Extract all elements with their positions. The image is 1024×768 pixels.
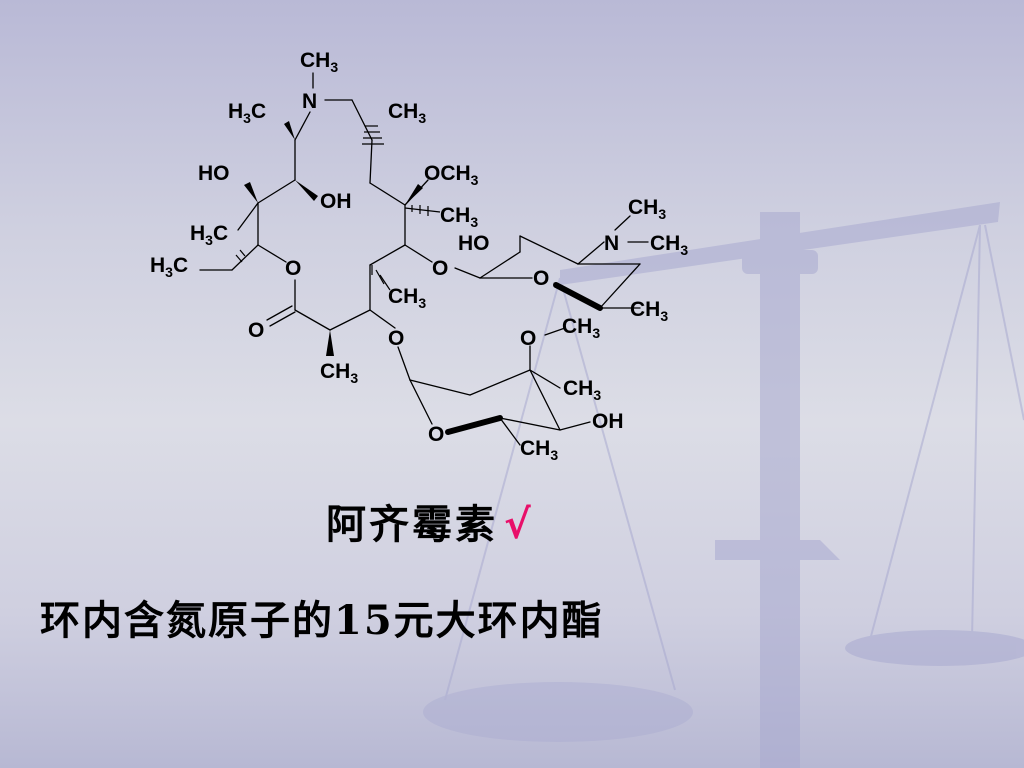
- label-ch3-clad-bottom: CH3: [520, 437, 558, 463]
- label-h3c-ethyl: H3C: [150, 254, 188, 280]
- label-ho-sugar: HO: [458, 232, 490, 255]
- label-o-carbonyl: O: [248, 319, 264, 342]
- label-o-ring-lactone: O: [285, 257, 301, 280]
- label-ch3-alpha: CH3: [320, 360, 358, 386]
- label-o-cladinose-link: O: [388, 327, 404, 350]
- label-ch3-sugar-top: CH3: [628, 196, 666, 222]
- label-o-clad-ring: O: [428, 423, 444, 446]
- label-n-sugar: N: [604, 232, 619, 255]
- label-ch3-mid: CH3: [440, 204, 478, 230]
- skeletal-bonds: [199, 72, 649, 446]
- label-n-methyl-top: CH3: [300, 49, 338, 75]
- label-ch3-ring: CH3: [388, 285, 426, 311]
- label-ho-left: HO: [198, 162, 230, 185]
- drug-name-heading: 阿齐霉素√: [326, 492, 534, 550]
- label-n-top: N: [302, 90, 317, 113]
- label-o-sugar-ring: O: [533, 267, 549, 290]
- label-o-methoxy-clad: O: [520, 327, 536, 350]
- label-o-link-sugar: O: [432, 257, 448, 280]
- check-mark: √: [504, 502, 534, 548]
- description-text: 环内含氮原子的15元大环内酯: [40, 597, 604, 644]
- atom-labels: CH3 N H3C CH3 HO OH OCH3 CH3 H3C HO N CH…: [150, 49, 688, 463]
- stereo-bonds: [235, 121, 441, 356]
- label-ch3-right-top: CH3: [388, 100, 426, 126]
- label-och3: OCH3: [424, 162, 479, 188]
- label-oh-clad: OH: [592, 410, 624, 433]
- label-ch3-sugar-bottom: CH3: [630, 298, 668, 324]
- label-ch3-clad-methoxy: CH3: [562, 315, 600, 341]
- drug-name-text: 阿齐霉素: [326, 501, 498, 548]
- label-h3c-upper: H3C: [228, 100, 266, 126]
- label-h3c-mid: H3C: [190, 222, 228, 248]
- label-ch3-clad: CH3: [563, 377, 601, 403]
- label-oh-mid: OH: [320, 190, 352, 213]
- label-n-ch3-right: CH3: [650, 232, 688, 258]
